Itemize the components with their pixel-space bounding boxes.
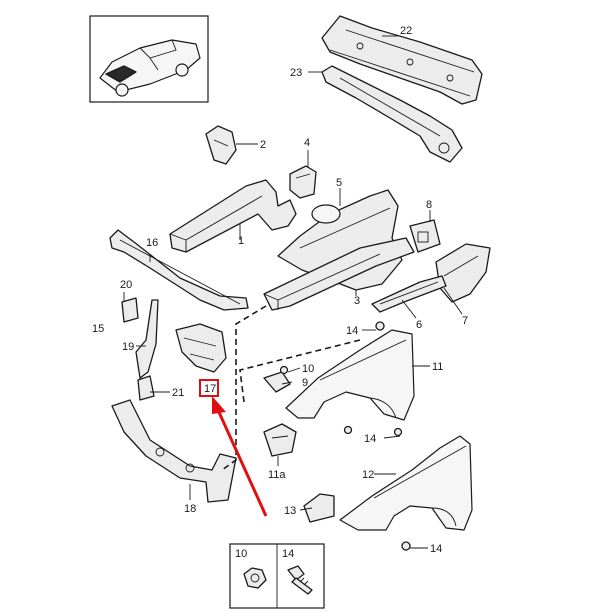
callout-20: 20 [120,279,132,291]
part-12-fender [339,435,473,531]
assembly-dashed-lines [221,305,361,471]
callout-4: 4 [304,137,310,149]
highlight-box-17 [199,379,219,397]
part-4-bracket [289,165,317,199]
callout-11a: 11a [268,469,286,481]
callout-9: 9 [302,377,308,389]
callout-18: 18 [184,503,196,515]
callout-17: 17 [204,383,216,395]
fastener-legend-box: 10 14 [229,543,325,609]
leader-lines [123,35,463,549]
callout-14-a: 14 [346,325,358,337]
part-11-front-fender [285,329,415,421]
part-16-radiator-upper [109,229,249,311]
callout-15: 15 [92,323,104,335]
part-17-splash-panel [175,323,227,373]
part-7-apron-bracket [435,243,491,303]
part-19-bracket [135,299,159,379]
legend-label-14: 14 [282,548,294,560]
callout-3: 3 [354,295,360,307]
part-11a-bracket [263,423,297,457]
callout-13: 13 [284,505,296,517]
bolt-icon [287,565,313,595]
part-18-radiator-lower [111,399,237,503]
callout-6: 6 [416,319,422,331]
part-6-strut-brace [371,275,447,313]
callout-7: 7 [462,315,468,327]
callout-2: 2 [260,139,266,151]
callout-12: 12 [362,469,374,481]
part-3-lower-rail [263,237,415,311]
legend-label-10: 10 [235,548,247,560]
callout-8: 8 [426,199,432,211]
part-2-bracket [205,125,237,165]
callout-14-c: 14 [430,543,442,555]
callout-14-b: 14 [364,433,376,445]
callout-22: 22 [400,25,412,37]
callout-10: 10 [302,363,314,375]
vehicle-thumbnail [89,15,209,103]
part-21-bracket [137,375,155,401]
callout-21: 21 [172,387,184,399]
part-8-bracket [409,219,441,253]
part-23-bulkhead-member [321,65,463,163]
callout-16: 16 [146,237,158,249]
highlight-arrow [212,396,268,517]
part-22-cowl-panel [321,15,483,105]
callout-labels: 1 2 3 4 5 6 7 8 9 10 11 11a 12 13 14 14 … [92,25,468,555]
callout-23: 23 [290,67,302,79]
fastener-bolts [279,321,411,551]
part-1-side-member [169,179,297,253]
nut-icon [243,567,267,589]
callout-1: 1 [238,235,244,247]
callout-19: 19 [122,341,134,353]
callout-11: 11 [432,361,443,373]
callout-5: 5 [336,177,342,189]
part-9-bracket [263,371,291,393]
part-20-clip [121,297,139,323]
part-13-bracket [303,493,335,523]
